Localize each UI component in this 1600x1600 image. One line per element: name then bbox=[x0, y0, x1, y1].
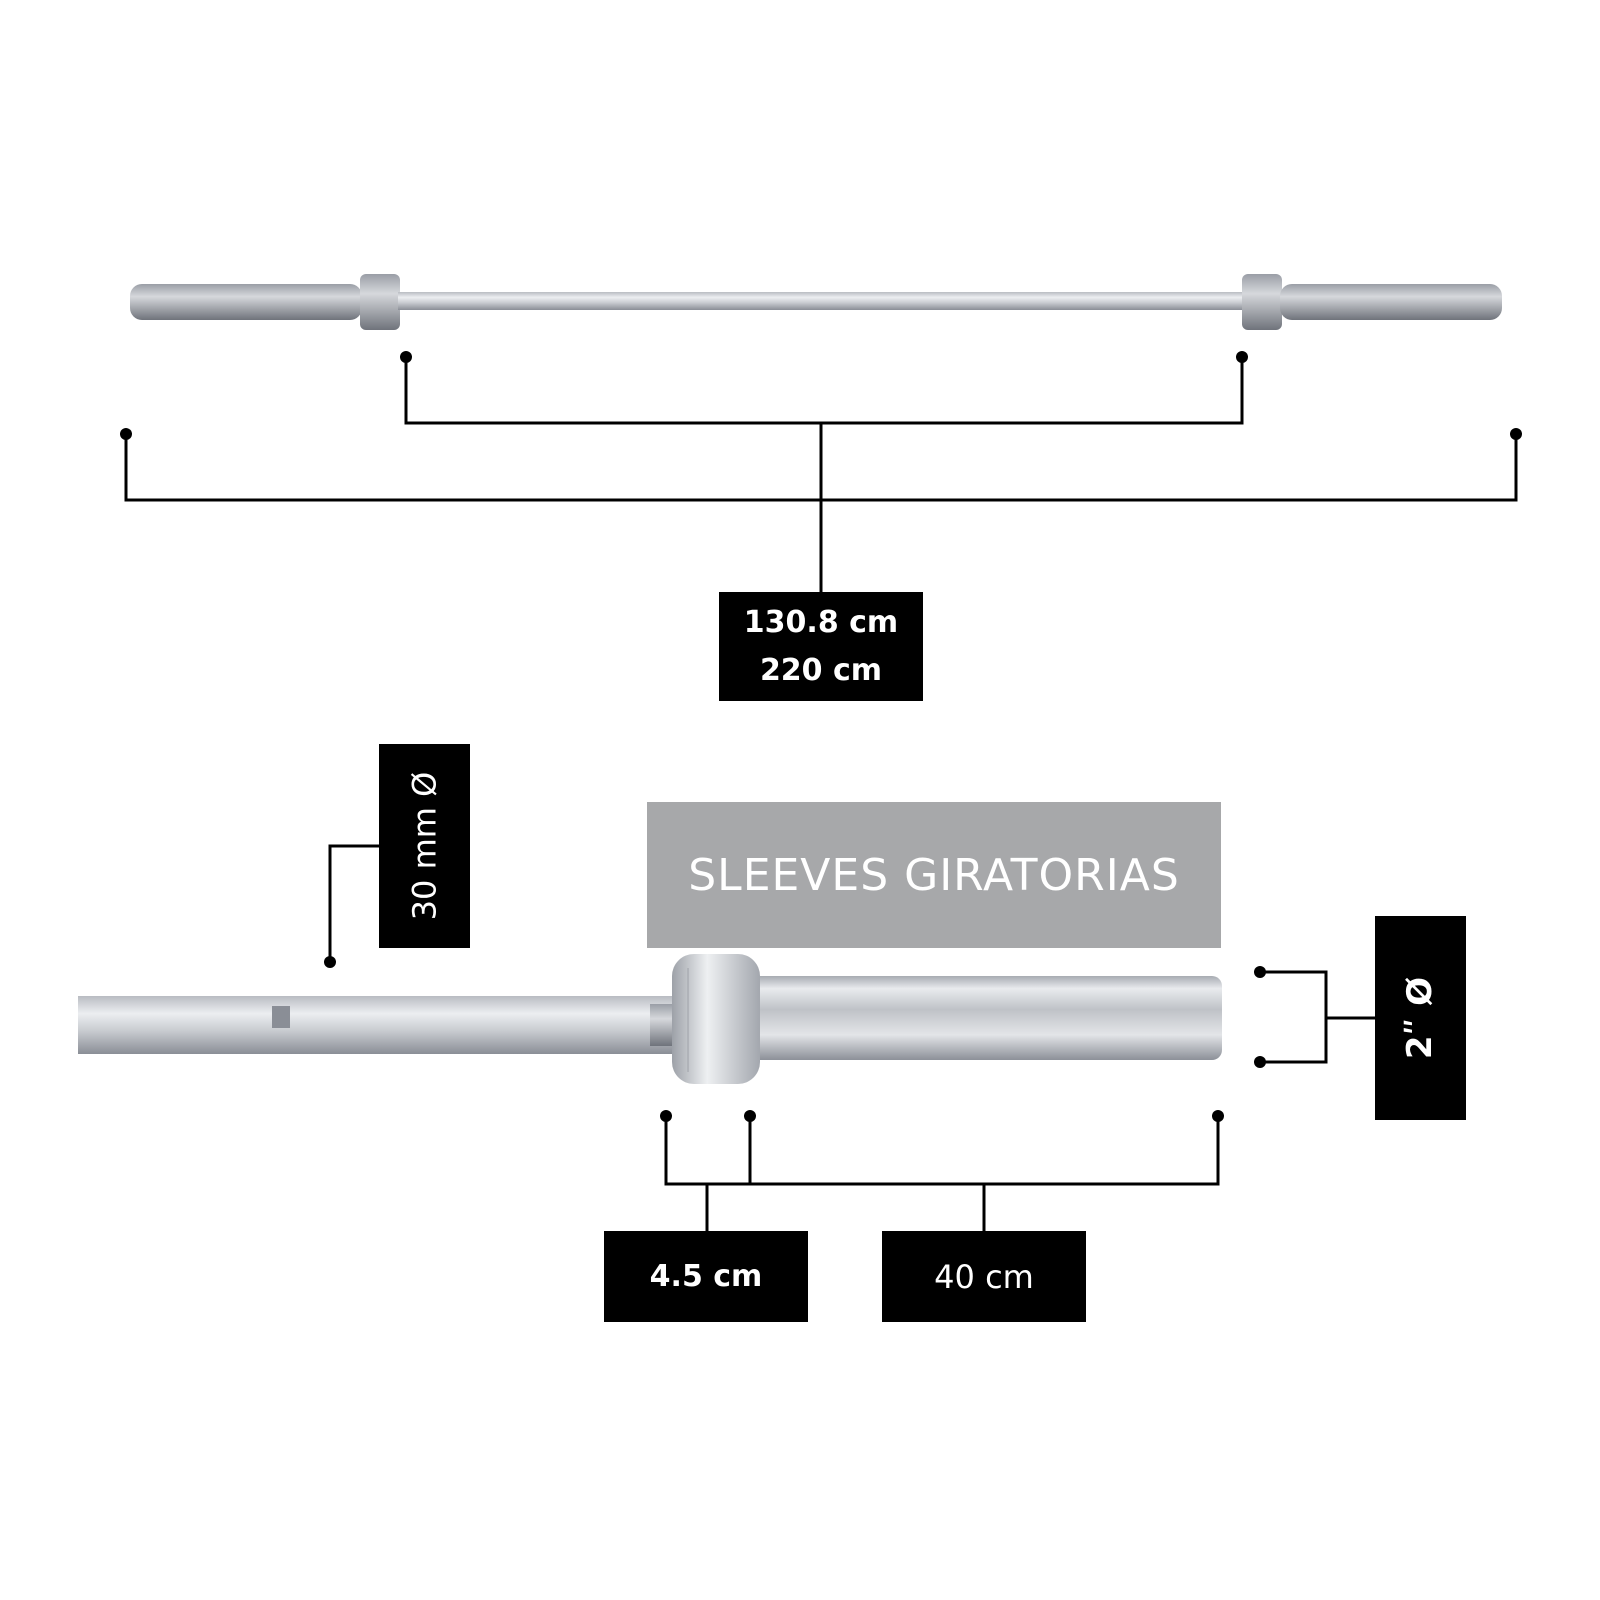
grip-start-dot bbox=[400, 351, 412, 363]
length-label: 130.8 cm 220 cm bbox=[719, 592, 923, 701]
sleeve-body bbox=[740, 976, 1222, 1060]
shaft-diameter-dot bbox=[324, 956, 336, 968]
knurled-shaft bbox=[78, 996, 698, 1054]
length-brackets bbox=[124, 357, 1518, 592]
left-collar bbox=[360, 274, 400, 330]
grip-length-text: 130.8 cm bbox=[743, 604, 899, 640]
collar-width-text: 4.5 cm bbox=[649, 1258, 763, 1294]
collar-start-dot bbox=[660, 1110, 672, 1122]
sleeve-closeup bbox=[78, 954, 1222, 1084]
shaft-diameter-label: 30 mm Ø bbox=[379, 744, 470, 948]
shaft-diameter-text: 30 mm Ø bbox=[405, 771, 444, 921]
shaft bbox=[398, 292, 1242, 310]
total-length-text: 220 cm bbox=[759, 652, 883, 688]
rotating-sleeves-banner: SLEEVES GIRATORIAS bbox=[647, 802, 1221, 948]
shaft-mark bbox=[272, 1006, 290, 1028]
banner-text: SLEEVES GIRATORIAS bbox=[688, 849, 1180, 901]
left-sleeve bbox=[130, 284, 362, 320]
sleeve-length-text: 40 cm bbox=[934, 1257, 1034, 1296]
total-end-dot bbox=[1510, 428, 1522, 440]
sleeve-collar bbox=[672, 954, 760, 1084]
grip-bracket bbox=[404, 357, 1244, 425]
collar-width-label: 4.5 cm bbox=[604, 1231, 808, 1322]
sleeve-diameter-label: 2ʺ Ø bbox=[1375, 916, 1466, 1120]
sleeve-diameter-top-dot bbox=[1254, 966, 1266, 978]
right-sleeve bbox=[1280, 284, 1502, 320]
full-barbell bbox=[130, 274, 1502, 330]
total-start-dot bbox=[120, 428, 132, 440]
grip-end-dot bbox=[1236, 351, 1248, 363]
sleeve-length-brackets bbox=[664, 1116, 1220, 1232]
right-collar bbox=[1242, 274, 1282, 330]
shaft-diameter-leader bbox=[328, 844, 380, 962]
sleeve-diameter-text: 2ʺ Ø bbox=[1400, 976, 1441, 1060]
collar-end-dot bbox=[744, 1110, 756, 1122]
sleeve-diameter-bottom-dot bbox=[1254, 1056, 1266, 1068]
sleeve-end-dot bbox=[1212, 1110, 1224, 1122]
sleeve-length-label: 40 cm bbox=[882, 1231, 1086, 1322]
sleeve-diameter-bracket bbox=[1260, 970, 1376, 1064]
